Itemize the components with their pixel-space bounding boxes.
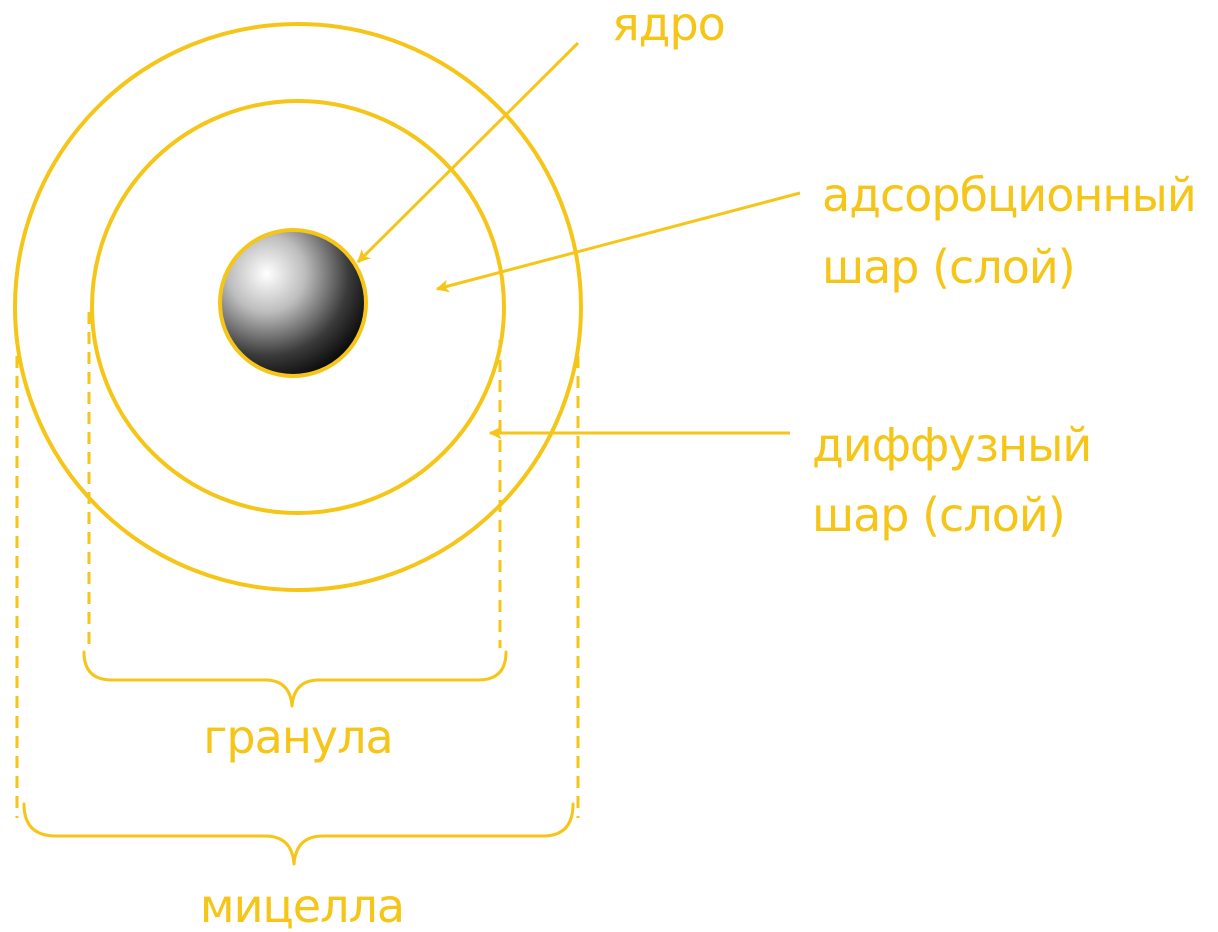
- adsorption-label-line2: шар (слой): [822, 240, 1075, 294]
- nucleus-sphere: [220, 230, 366, 376]
- adsorption-label-line1: адсорбционный: [822, 168, 1196, 222]
- diffuse-label-line1: диффузный: [812, 418, 1091, 472]
- nucleus-label: ядро: [612, 0, 725, 51]
- granule-brace: [84, 652, 506, 706]
- nucleus-arrow: [358, 43, 578, 262]
- micelle-label: мицелла: [200, 879, 404, 932]
- diffuse-label-line2: шар (слой): [812, 488, 1065, 542]
- micelle-brace: [24, 804, 573, 864]
- granule-label: гранула: [203, 710, 392, 764]
